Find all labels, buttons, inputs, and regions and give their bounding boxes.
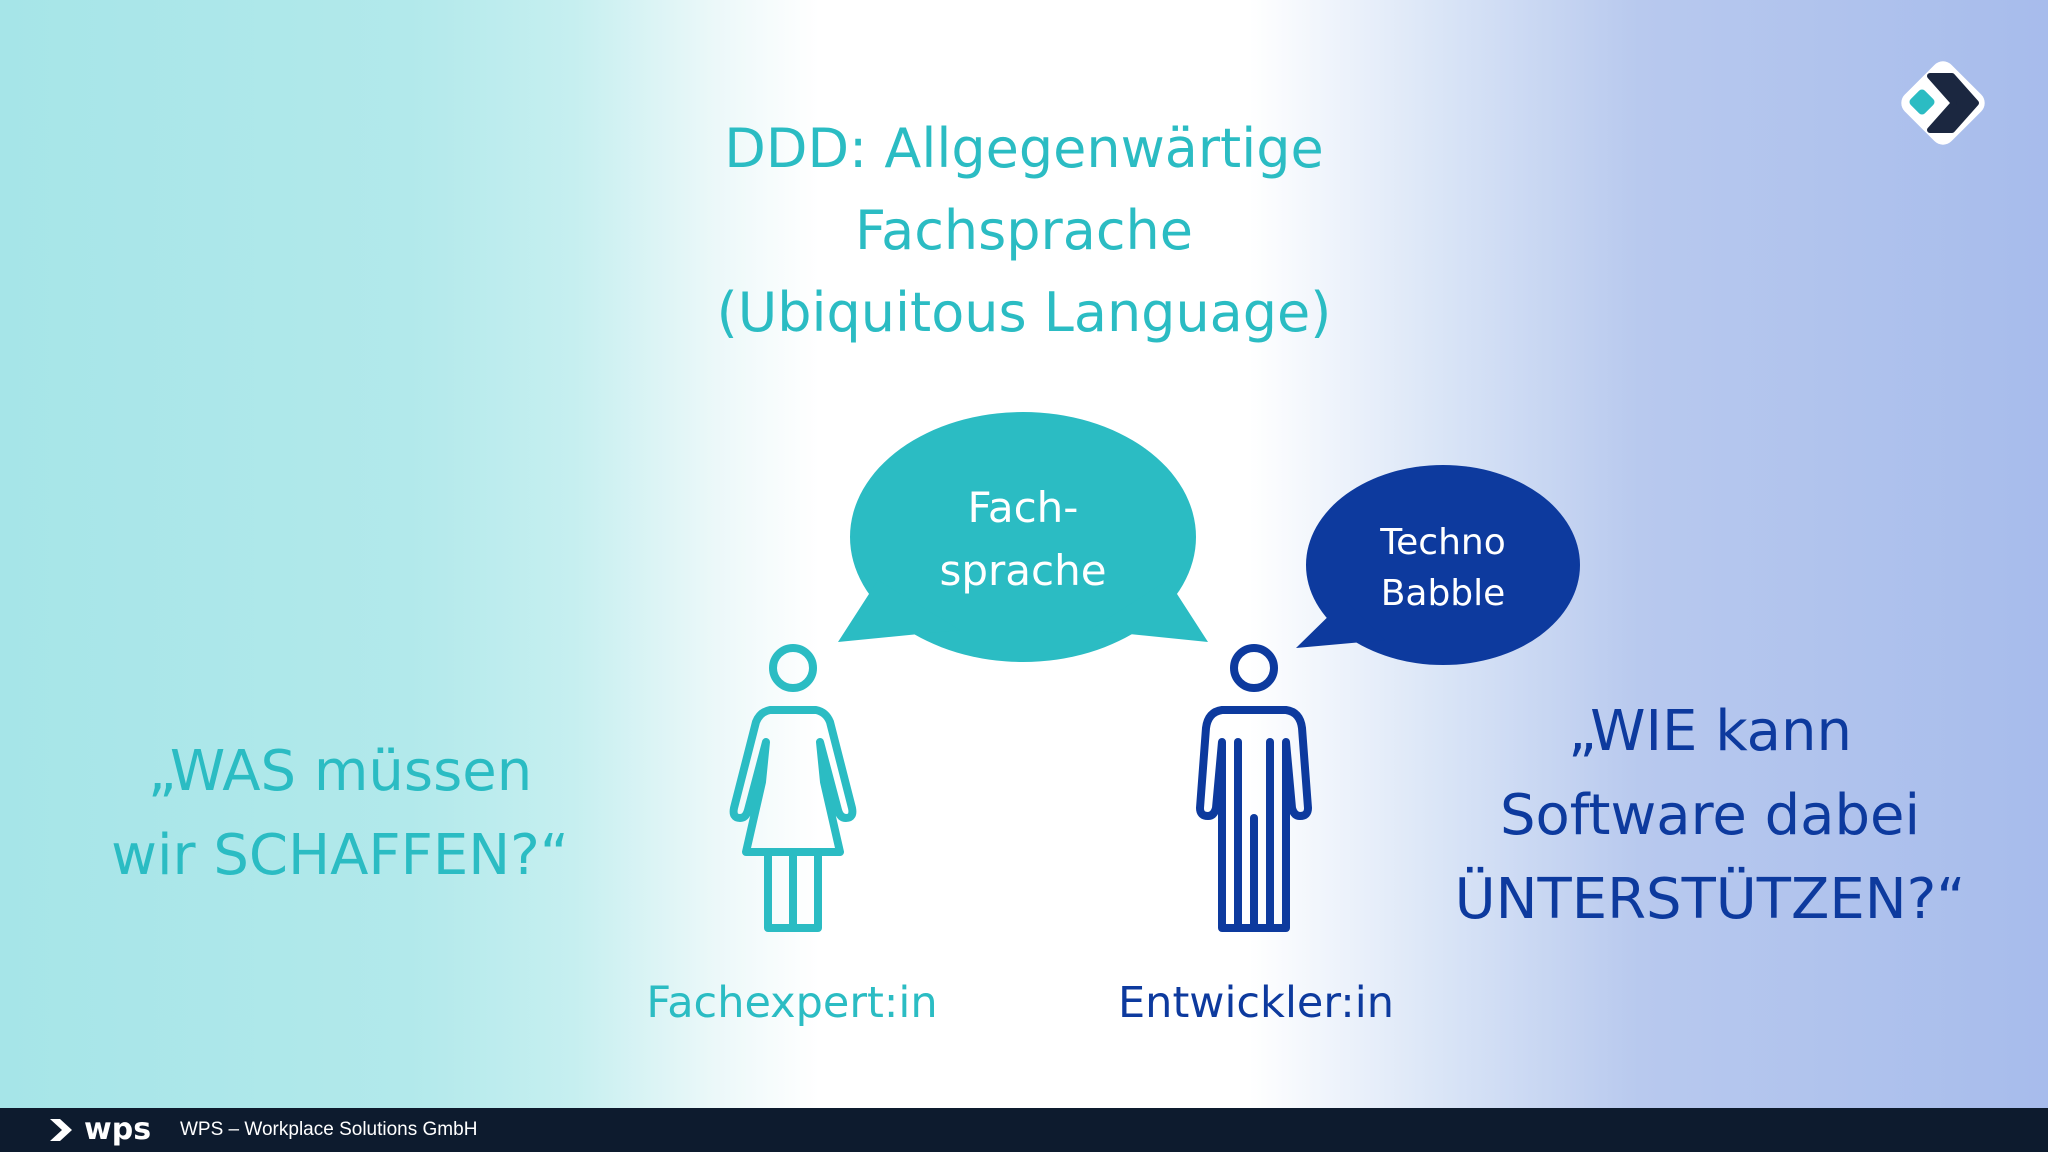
footer-brand-text: wps: [84, 1112, 152, 1147]
speech-bubble-right: Techno Babble: [1296, 465, 1580, 665]
wps-arrow-icon: [50, 1119, 72, 1141]
quote-left-line-2: wir SCHAFFEN?“: [111, 823, 569, 888]
quote-right-line-2: Software dabei: [1499, 783, 1921, 848]
title-line-3: (Ubiquitous Language): [716, 281, 1332, 344]
title-line-1: DDD: Allgegenwärtige: [724, 117, 1324, 180]
female-person-icon: [729, 644, 857, 932]
footer-company: WPS – Workplace Solutions GmbH: [180, 1119, 478, 1140]
bubble-right-line-2: Babble: [1381, 573, 1506, 614]
title-line-2: Fachsprache: [855, 199, 1193, 262]
speech-bubble-left: Fach- sprache: [838, 412, 1208, 662]
quote-right-line-3: ÜNTERSTÜTZEN?“: [1454, 867, 1966, 932]
quote-left-line-1: „WAS müssen: [147, 739, 533, 804]
person-label-expert: Fachexpert:in: [646, 978, 938, 1028]
footer-bar: wps WPS – Workplace Solutions GmbH: [0, 1108, 2048, 1152]
wps-logo-icon: [1901, 61, 1985, 145]
person-label-developer: Entwickler:in: [1118, 978, 1394, 1028]
bubble-tail: [1296, 600, 1385, 648]
bubble-tail-right: [1090, 580, 1208, 642]
speech-bubble-icon: [850, 412, 1196, 662]
bubble-right-line-1: Techno: [1379, 522, 1505, 563]
quote-left: „WAS müssen wir SCHAFFEN?“: [60, 730, 620, 898]
slide-title: DDD: Allgegenwärtige Fachsprache (Ubiqui…: [624, 108, 1424, 354]
male-person-icon: [1196, 644, 1312, 932]
speech-bubble-icon: [1306, 465, 1580, 665]
footer-brand: wps: [48, 1108, 151, 1152]
bubble-left-line-1: Fach-: [968, 483, 1079, 532]
bubble-tail-left: [838, 580, 960, 642]
quote-right-line-1: „WIE kann: [1568, 699, 1852, 764]
bubble-left-line-2: sprache: [939, 546, 1106, 595]
quote-right: „WIE kann Software dabei ÜNTERSTÜTZEN?“: [1430, 690, 1990, 942]
